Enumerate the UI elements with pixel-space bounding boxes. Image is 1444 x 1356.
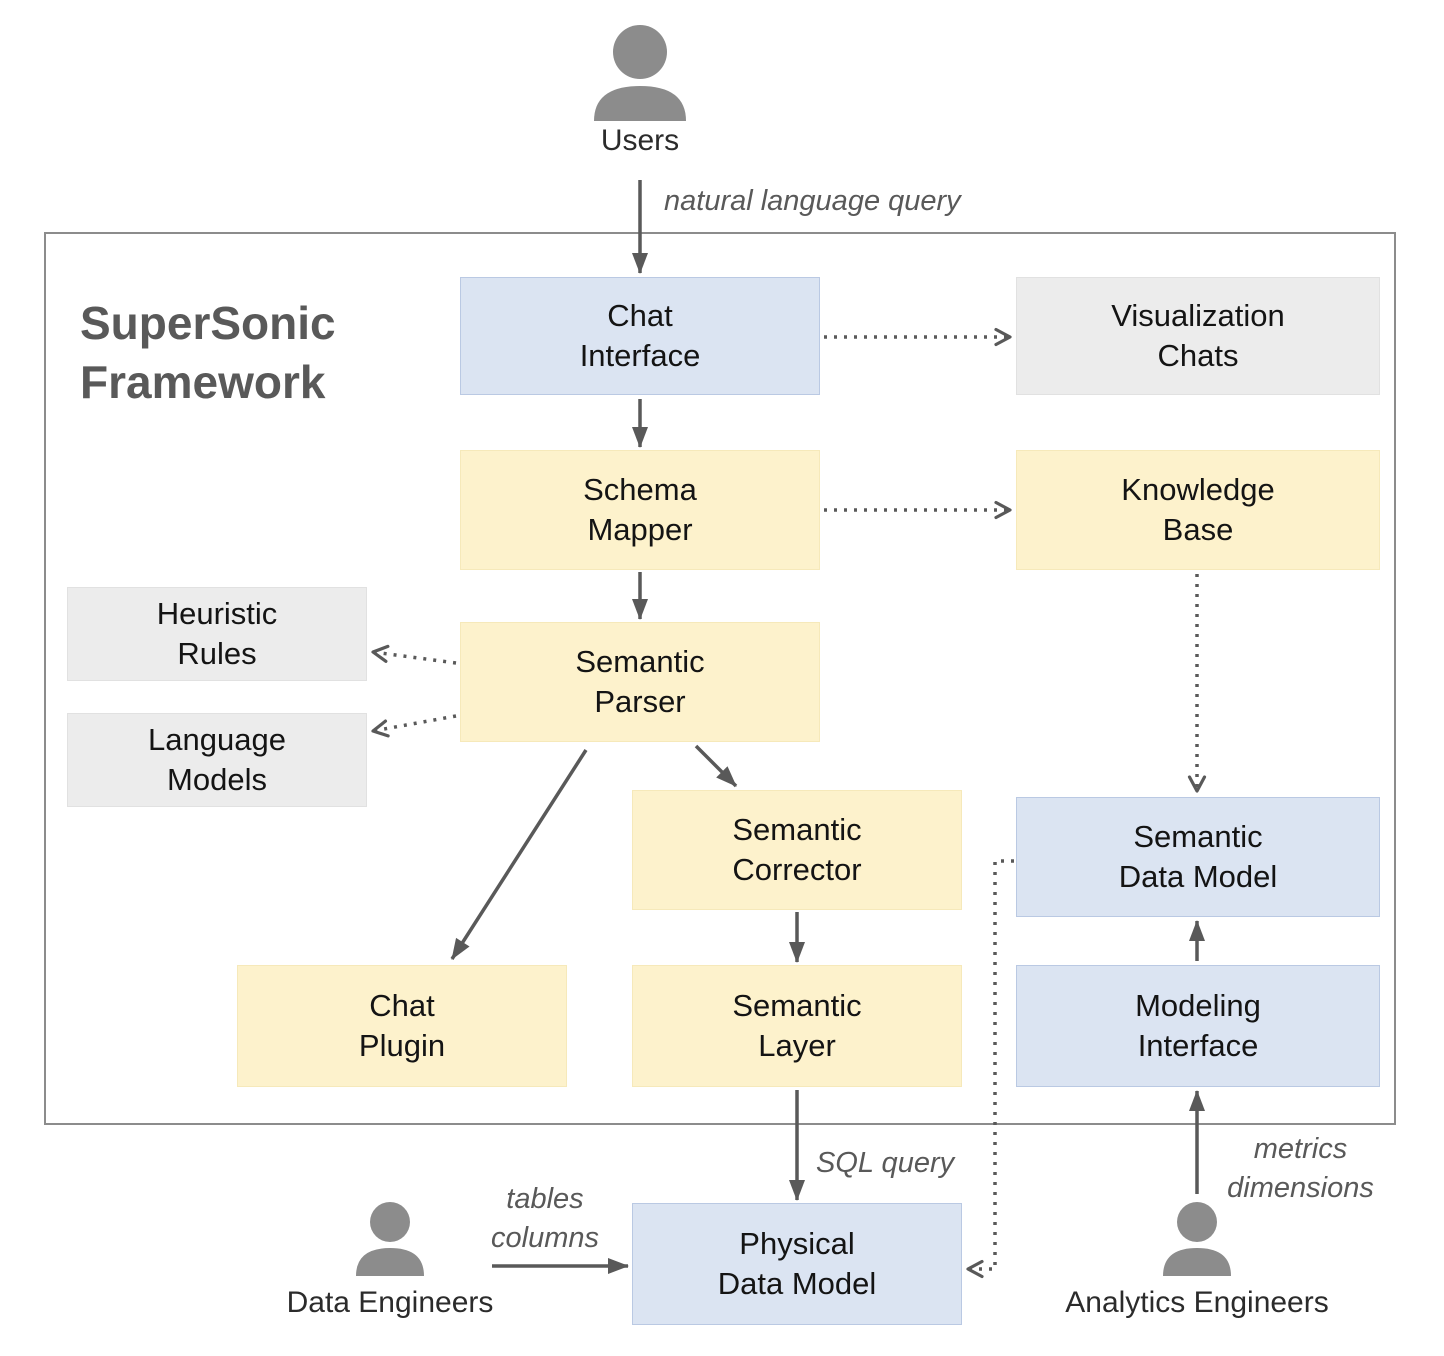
node-chat-interface-label: Chat Interface [579, 297, 701, 373]
node-schema-mapper: Schema Mapper [460, 450, 820, 570]
node-heuristic-rules-label: Heuristic Rules [156, 595, 278, 671]
node-modeling-interface: Modeling Interface [1016, 965, 1380, 1087]
node-chat-plugin: Chat Plugin [237, 965, 567, 1087]
node-physical-data-model-label: Physical Data Model [717, 1225, 877, 1301]
node-semantic-corrector-label: Semantic Corrector [732, 811, 862, 887]
node-semantic-layer-label: Semantic Layer [732, 987, 862, 1063]
node-chat-interface: Chat Interface [460, 277, 820, 395]
node-modeling-interface-label: Modeling Interface [1135, 987, 1261, 1063]
edge-label-metrics-dimensions: metrics dimensions [1227, 1133, 1374, 1205]
data-engineers-label: Data Engineers [286, 1286, 494, 1319]
framework-title: SuperSonic Framework [80, 297, 336, 408]
node-semantic-parser-label: Semantic Parser [575, 643, 705, 719]
edge-label-natural-language-query: natural language query [664, 185, 961, 217]
edge-label-sql-query: SQL query [816, 1147, 955, 1179]
node-knowledge-base-label: Knowledge Base [1121, 471, 1275, 547]
users-label: Users [600, 124, 680, 157]
node-semantic-data-model-label: Semantic Data Model [1118, 818, 1278, 894]
node-language-models: Language Models [67, 713, 367, 807]
node-chat-plugin-label: Chat Plugin [358, 987, 446, 1063]
node-semantic-data-model: Semantic Data Model [1016, 797, 1380, 917]
node-semantic-layer: Semantic Layer [632, 965, 962, 1087]
node-visualization-chats: Visualization Chats [1016, 277, 1380, 395]
edge-label-tables-columns: tables columns [491, 1183, 599, 1255]
node-knowledge-base: Knowledge Base [1016, 450, 1380, 570]
analytics-engineers-label: Analytics Engineers [1065, 1286, 1329, 1319]
users-person-icon [594, 25, 686, 121]
data-engineers-person-icon [356, 1202, 424, 1276]
node-physical-data-model: Physical Data Model [632, 1203, 962, 1325]
node-semantic-parser: Semantic Parser [460, 622, 820, 742]
node-heuristic-rules: Heuristic Rules [67, 587, 367, 681]
node-visualization-chats-label: Visualization Chats [1111, 297, 1285, 373]
node-semantic-corrector: Semantic Corrector [632, 790, 962, 910]
analytics-engineers-person-icon [1163, 1202, 1231, 1276]
node-schema-mapper-label: Schema Mapper [583, 471, 697, 547]
node-language-models-label: Language Models [148, 721, 286, 797]
